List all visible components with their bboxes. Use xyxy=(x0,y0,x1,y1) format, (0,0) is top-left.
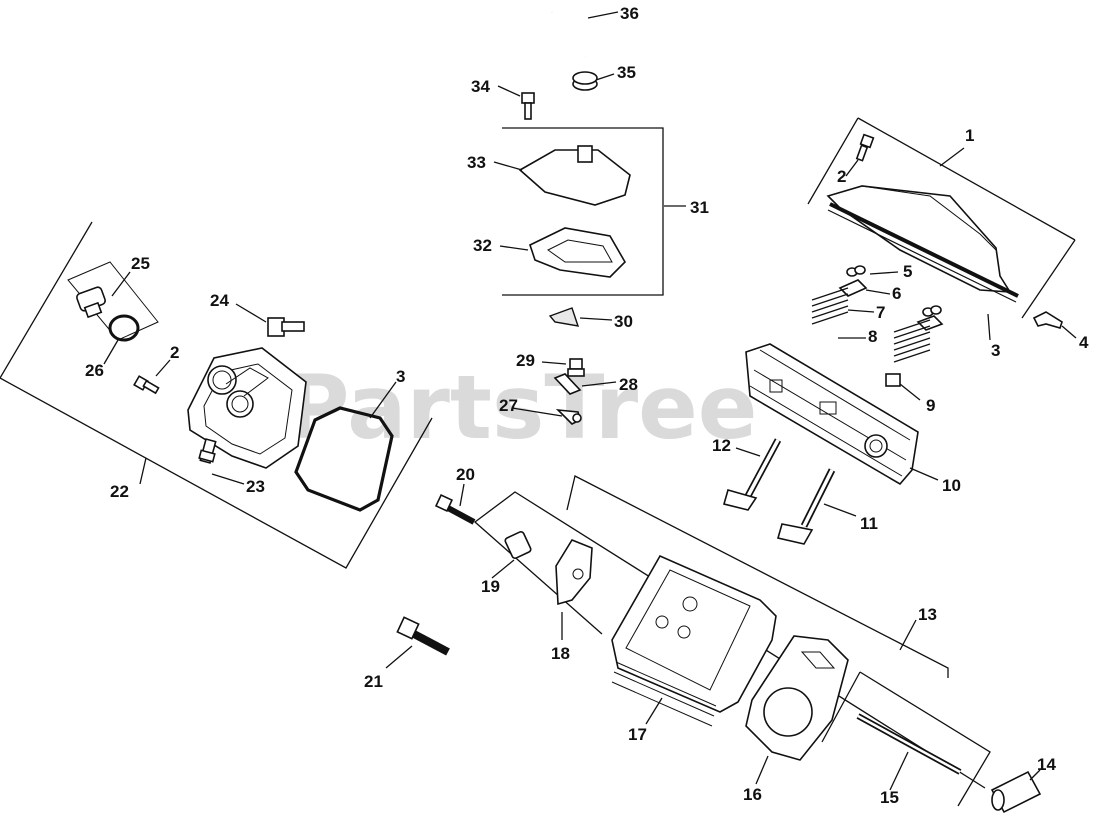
callout-9: 9 xyxy=(926,396,935,415)
callout-4: 4 xyxy=(1079,333,1089,352)
callout-35: 35 xyxy=(617,63,636,82)
oil-fill-cap-part-25[interactable] xyxy=(76,286,107,319)
rocker-cover-part-1[interactable] xyxy=(826,185,1012,293)
group-bracket-13 xyxy=(566,475,949,678)
breather-hose-part-36[interactable] xyxy=(546,0,590,57)
group-bracket-15 xyxy=(821,671,991,807)
fitting-part-23[interactable] xyxy=(198,438,217,464)
spring-retainer-part-5[interactable] xyxy=(846,265,942,317)
terminal-part-27[interactable] xyxy=(555,408,582,425)
valve-spring-part-7[interactable] xyxy=(811,287,931,363)
group-bracket-31 xyxy=(502,127,664,296)
cylinder-head-part-10[interactable] xyxy=(745,343,919,486)
callout-14: 14 xyxy=(1037,755,1056,774)
callout-7: 7 xyxy=(876,303,885,322)
callout-2-right: 2 xyxy=(837,167,846,186)
watermark: PartsTree xyxy=(285,356,757,459)
callout-28: 28 xyxy=(619,375,638,394)
bolt-part-20[interactable] xyxy=(434,493,476,525)
callout-36: 36 xyxy=(620,4,639,23)
head-gasket-part-16[interactable] xyxy=(745,635,849,761)
callout-11: 11 xyxy=(860,514,878,533)
callout-32: 32 xyxy=(473,236,492,255)
callout-27: 27 xyxy=(499,396,518,415)
callout-22: 22 xyxy=(110,482,129,501)
callout-20: 20 xyxy=(456,465,475,484)
push-rod-part-15[interactable] xyxy=(856,713,962,775)
group-bracket-25 xyxy=(67,261,159,341)
callout-16: 16 xyxy=(743,785,762,804)
callout-30: 30 xyxy=(614,312,633,331)
valve-retainer-part-6[interactable] xyxy=(838,279,944,331)
bolt-part-2-right[interactable] xyxy=(855,133,875,162)
callout-12: 12 xyxy=(712,436,731,455)
callout-26: 26 xyxy=(85,361,104,380)
terminal-part-28[interactable] xyxy=(553,373,582,395)
hose-clamp-part-35[interactable] xyxy=(572,71,598,91)
callout-3-left: 3 xyxy=(396,367,405,386)
breather-gasket-part-32[interactable] xyxy=(529,227,626,278)
reed-part-30[interactable] xyxy=(548,307,580,327)
cover-gasket-part-3-right[interactable] xyxy=(827,202,1019,303)
callout-23: 23 xyxy=(246,477,265,496)
bracket-part-4[interactable] xyxy=(1032,311,1063,329)
callout-3-right: 3 xyxy=(991,341,1000,360)
bolt-part-2-left[interactable] xyxy=(133,375,160,395)
valve-cover-part-22[interactable] xyxy=(187,347,307,469)
exhaust-valve-part-12[interactable] xyxy=(723,438,782,511)
callout-6: 6 xyxy=(892,284,901,303)
callout-24: 24 xyxy=(210,291,229,310)
callout-15: 15 xyxy=(880,788,899,807)
callout-17: 17 xyxy=(628,725,647,744)
breather-cover-part-33[interactable] xyxy=(518,145,631,206)
o-ring-part-26[interactable] xyxy=(108,314,140,342)
callout-21: 21 xyxy=(364,672,383,691)
plug-part-29[interactable] xyxy=(567,358,585,377)
callout-25: 25 xyxy=(131,254,150,273)
intake-valve-part-11[interactable] xyxy=(776,468,836,545)
callout-13: 13 xyxy=(918,605,937,624)
callout-10: 10 xyxy=(942,476,961,495)
cylinder-head-part-17[interactable] xyxy=(611,554,777,727)
callout-29: 29 xyxy=(516,351,535,370)
rocker-arm-part-18[interactable] xyxy=(555,539,593,606)
callout-31: 31 xyxy=(690,198,709,217)
cover-gasket-part-3-left[interactable] xyxy=(294,406,394,512)
group-bracket-22 xyxy=(0,221,433,569)
group-bracket-1 xyxy=(807,117,1076,319)
callout-19: 19 xyxy=(481,577,500,596)
lifter-part-14[interactable] xyxy=(990,770,1042,814)
callout-1: 1 xyxy=(965,126,974,145)
bolt-part-34[interactable] xyxy=(521,92,535,120)
breather-fitting-part-24[interactable] xyxy=(267,317,305,337)
valve-seal-part-9[interactable] xyxy=(885,373,901,387)
callout-5: 5 xyxy=(903,262,912,281)
callout-8: 8 xyxy=(868,327,877,346)
callout-33: 33 xyxy=(467,153,486,172)
leader-lines xyxy=(103,11,1077,791)
plug-part-19[interactable] xyxy=(504,530,532,560)
callout-18: 18 xyxy=(551,644,570,663)
callout-34: 34 xyxy=(471,77,490,96)
callout-2-left: 2 xyxy=(170,343,179,362)
bolt-part-21[interactable] xyxy=(396,616,450,656)
